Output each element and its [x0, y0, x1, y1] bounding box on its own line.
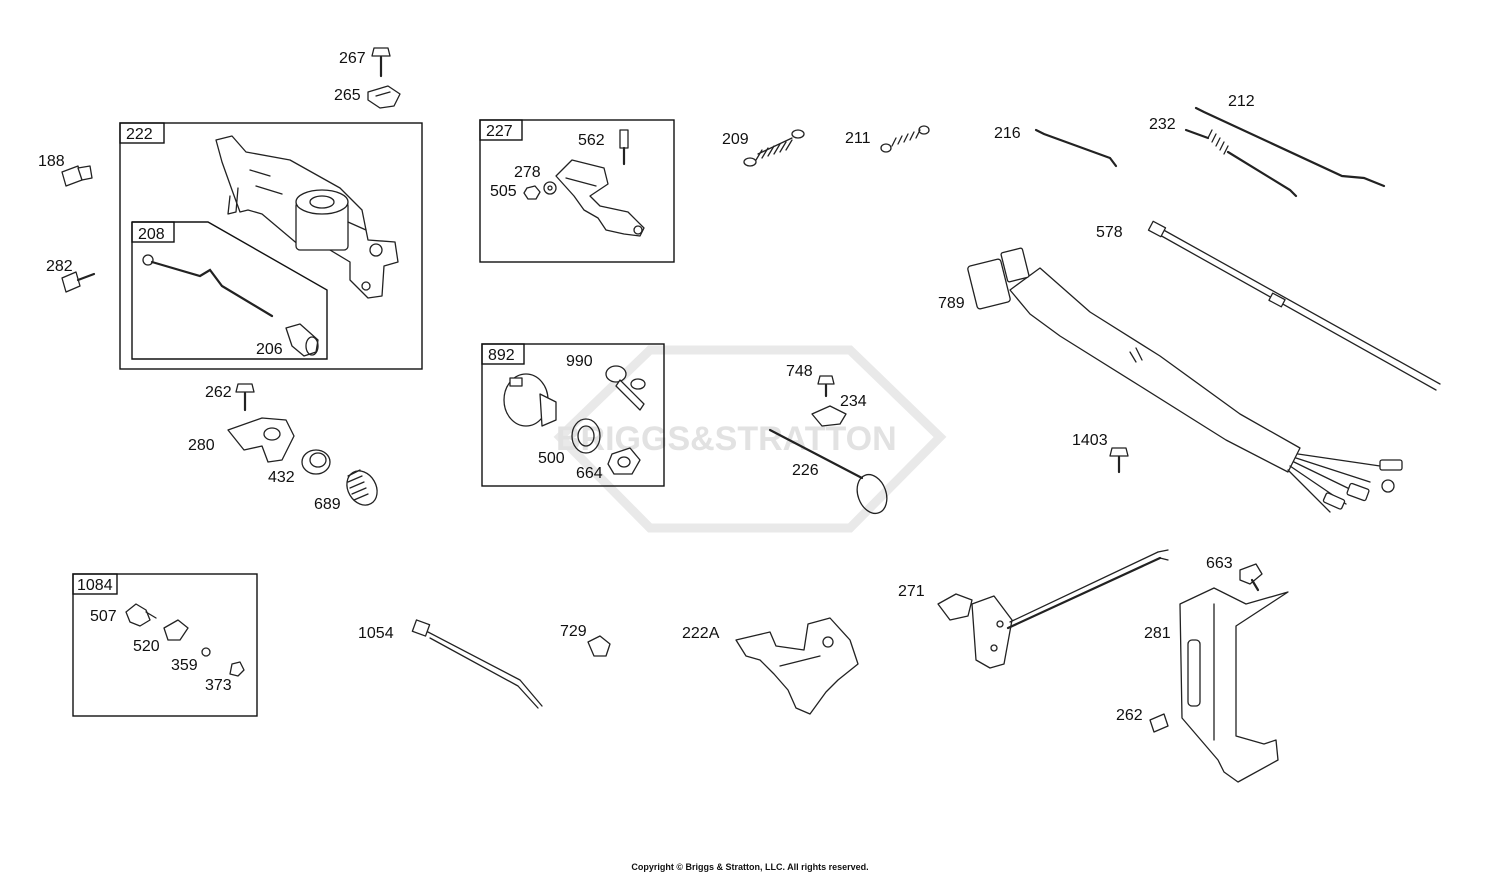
callout-278[interactable]: 278 [514, 164, 541, 181]
callout-1403[interactable]: 1403 [1072, 432, 1108, 449]
callout-222A[interactable]: 222A [682, 625, 720, 642]
kit-box-227-tag [479, 119, 523, 141]
part-262-screw-lower[interactable] [1149, 713, 1169, 733]
part-governor-rod[interactable] [142, 254, 274, 318]
part-280-bracket[interactable] [227, 417, 295, 463]
part-359-washer[interactable] [201, 647, 211, 657]
callout-789[interactable]: 789 [938, 295, 965, 312]
callout-232[interactable]: 232 [1149, 116, 1176, 133]
part-282-screw[interactable] [61, 271, 96, 293]
part-control-lever[interactable] [555, 159, 645, 237]
callout-265[interactable]: 265 [334, 87, 361, 104]
callout-1084[interactable]: 1084 [77, 577, 113, 594]
part-188-screw[interactable] [61, 165, 93, 187]
part-748-screw[interactable] [817, 375, 835, 398]
part-234-clip[interactable] [811, 405, 847, 427]
kit-box-222-tag [119, 122, 165, 144]
kit-box-1084 [72, 573, 258, 717]
part-211-spring[interactable] [880, 125, 930, 153]
kit-box-1084-tag [72, 573, 118, 595]
callout-990[interactable]: 990 [566, 353, 593, 370]
callout-562[interactable]: 562 [578, 132, 605, 149]
part-226-choke-rod[interactable] [768, 428, 892, 518]
part-505-nut[interactable] [523, 185, 541, 200]
callout-664[interactable]: 664 [576, 465, 603, 482]
kit-box-892-tag [481, 343, 525, 365]
callout-280[interactable]: 280 [188, 437, 215, 454]
kit-box-892 [481, 343, 665, 487]
part-663-bolt[interactable] [1239, 563, 1263, 592]
callout-663[interactable]: 663 [1206, 555, 1233, 572]
callout-359[interactable]: 359 [171, 657, 198, 674]
part-520-connector[interactable] [163, 619, 189, 641]
part-278-washer[interactable] [543, 181, 557, 195]
part-1403-screw[interactable] [1109, 447, 1129, 474]
copyright-notice: Copyright © Briggs & Stratton, LLC. All … [631, 862, 869, 872]
part-262-bolt[interactable] [235, 383, 255, 412]
part-373-nut[interactable] [229, 661, 245, 677]
callout-520[interactable]: 520 [133, 638, 160, 655]
callout-271[interactable]: 271 [898, 583, 925, 600]
callout-262[interactable]: 262 [205, 384, 232, 401]
part-1054-cable-tie[interactable] [411, 619, 543, 709]
callout-507[interactable]: 507 [90, 608, 117, 625]
part-governor-bracket-solenoid[interactable] [215, 135, 399, 299]
part-206-plug[interactable] [285, 323, 319, 357]
callout-281[interactable]: 281 [1144, 625, 1171, 642]
callout-211[interactable]: 211 [845, 130, 871, 147]
callout-373[interactable]: 373 [205, 677, 232, 694]
callout-234[interactable]: 234 [840, 393, 867, 410]
part-267-bolt[interactable] [371, 47, 391, 78]
part-729-clip[interactable] [587, 635, 611, 657]
watermark-text: BRIGGS&STRATTON [556, 420, 897, 458]
callout-267[interactable]: 267 [339, 50, 366, 67]
callout-212[interactable]: 212 [1228, 93, 1255, 110]
part-281-mount-bracket[interactable] [1179, 587, 1289, 783]
callout-282[interactable]: 282 [46, 258, 73, 275]
callout-216[interactable]: 216 [994, 125, 1021, 142]
part-265-clip[interactable] [367, 85, 401, 109]
part-562-bolt[interactable] [619, 129, 629, 166]
callout-505[interactable]: 505 [490, 183, 517, 200]
part-689-spring[interactable] [341, 465, 383, 510]
part-578-wire-lead[interactable] [1147, 220, 1441, 391]
callout-262-lower[interactable]: 262 [1116, 707, 1143, 724]
callout-226[interactable]: 226 [792, 462, 819, 479]
part-500-lockwasher[interactable] [571, 418, 601, 454]
callout-748[interactable]: 748 [786, 363, 813, 380]
kit-box-222 [119, 122, 423, 370]
callout-209[interactable]: 209 [722, 131, 749, 148]
callout-578[interactable]: 578 [1096, 224, 1123, 241]
callout-208[interactable]: 208 [138, 226, 165, 243]
part-222A-bracket[interactable] [735, 617, 859, 715]
part-507-terminal[interactable] [125, 603, 157, 627]
callout-188[interactable]: 188 [38, 153, 65, 170]
callout-432[interactable]: 432 [268, 469, 295, 486]
brand-watermark: BRIGGS&STRATTON [553, 345, 947, 533]
part-ignition-switch[interactable] [503, 373, 557, 427]
part-216-link[interactable] [1034, 128, 1118, 168]
callout-500[interactable]: 500 [538, 450, 565, 467]
kit-box-208-tag [131, 221, 175, 243]
kit-box-208 [131, 221, 328, 360]
callout-227[interactable]: 227 [486, 123, 513, 140]
callout-892[interactable]: 892 [488, 347, 515, 364]
part-664-nut[interactable] [607, 447, 641, 475]
part-209-spring[interactable] [743, 129, 805, 167]
callout-729[interactable]: 729 [560, 623, 587, 640]
kit-box-227 [479, 119, 675, 263]
part-271-throttle-control[interactable] [937, 549, 1169, 669]
part-212-rod[interactable] [1194, 106, 1386, 188]
callout-222[interactable]: 222 [126, 126, 153, 143]
part-789-main-harness[interactable] [967, 247, 1403, 513]
callout-1054[interactable]: 1054 [358, 625, 394, 642]
callout-689[interactable]: 689 [314, 496, 341, 513]
part-232-spring-rod[interactable] [1184, 128, 1298, 198]
part-432-bushing[interactable] [301, 449, 331, 475]
callout-206[interactable]: 206 [256, 341, 283, 358]
part-990-key[interactable] [605, 365, 646, 411]
